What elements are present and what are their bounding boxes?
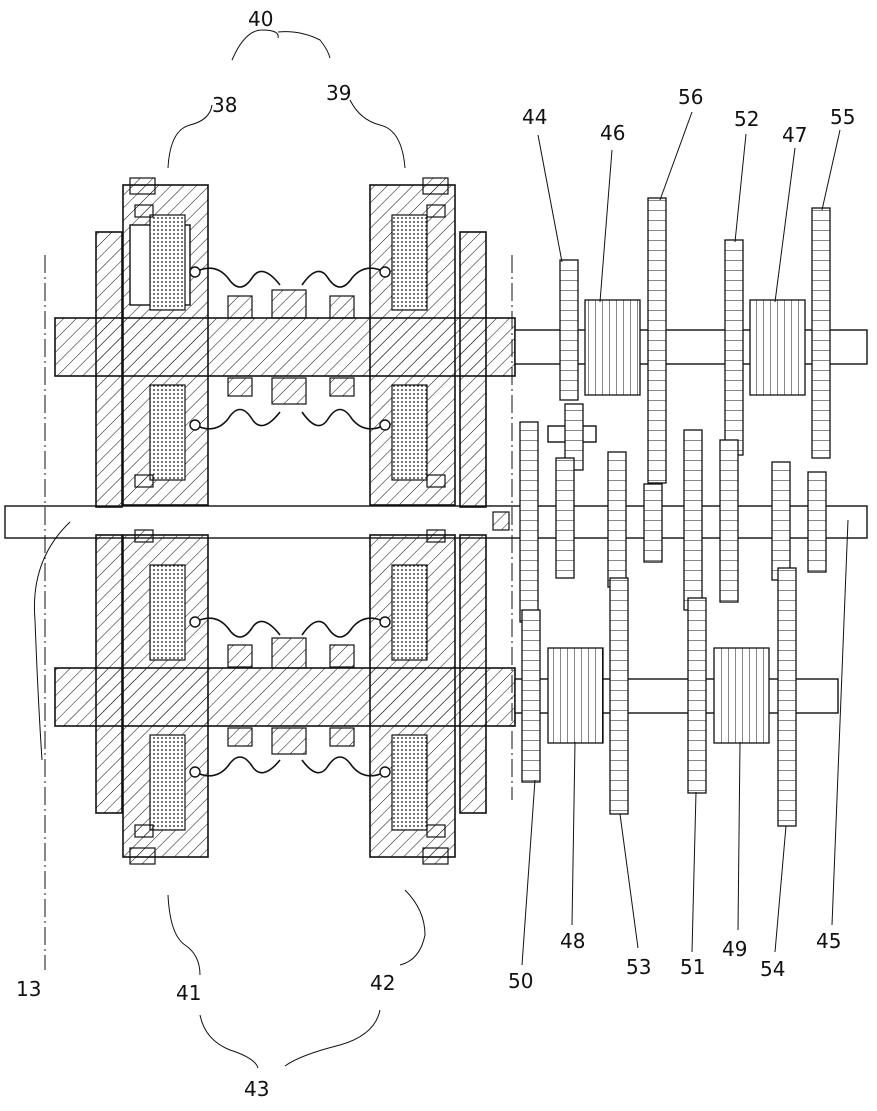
label-52: 52 bbox=[734, 107, 759, 131]
leader-52 bbox=[734, 133, 747, 243]
leader-46 bbox=[599, 149, 613, 303]
label-43: 43 bbox=[244, 1077, 269, 1101]
label-46: 46 bbox=[600, 121, 625, 145]
leader-54 bbox=[774, 825, 787, 953]
label-42: 42 bbox=[370, 971, 395, 995]
bracket-43-right bbox=[284, 1009, 381, 1067]
bracket-40-left bbox=[231, 29, 279, 61]
label-56: 56 bbox=[678, 85, 703, 109]
leader-49 bbox=[737, 741, 741, 931]
gear-central-6 bbox=[719, 439, 739, 603]
gear-central-3 bbox=[607, 451, 627, 588]
gear-central-2 bbox=[555, 457, 575, 579]
clutch-39-upper-right bbox=[369, 177, 487, 508]
clutch-42-lower-right bbox=[369, 529, 487, 865]
label-13: 13 bbox=[16, 977, 41, 1001]
leader-44 bbox=[537, 134, 563, 263]
gear-51 bbox=[687, 597, 707, 794]
leader-13 bbox=[33, 521, 71, 761]
gear-central-8 bbox=[807, 471, 827, 573]
leader-53 bbox=[619, 813, 639, 949]
label-51: 51 bbox=[680, 955, 705, 979]
gear-52 bbox=[724, 239, 744, 456]
bracket-39 bbox=[349, 99, 406, 169]
gear-44 bbox=[559, 259, 579, 401]
clutch-38-upper-left bbox=[95, 177, 209, 508]
synchronizer-47 bbox=[749, 299, 806, 396]
label-49: 49 bbox=[722, 937, 747, 961]
bracket-40-right bbox=[277, 31, 331, 59]
gear-54 bbox=[777, 567, 797, 827]
leader-56 bbox=[659, 111, 693, 201]
bracket-42 bbox=[399, 889, 426, 966]
gear-central-4 bbox=[643, 483, 663, 563]
leader-50 bbox=[521, 779, 536, 966]
synchronizer-48 bbox=[547, 647, 604, 744]
label-55: 55 bbox=[830, 105, 855, 129]
lower-linkage bbox=[189, 616, 391, 778]
synchronizer-49 bbox=[713, 647, 770, 744]
leader-55 bbox=[821, 129, 841, 211]
label-44: 44 bbox=[522, 105, 547, 129]
gear-56 bbox=[647, 197, 667, 484]
leader-51 bbox=[691, 791, 697, 953]
shaft-coupling bbox=[492, 511, 510, 531]
gear-55 bbox=[811, 207, 831, 459]
label-40: 40 bbox=[248, 7, 273, 31]
label-50: 50 bbox=[508, 969, 533, 993]
synchronizer-46 bbox=[584, 299, 641, 396]
upper-linkage bbox=[189, 266, 391, 431]
leader-45 bbox=[831, 519, 849, 926]
label-39: 39 bbox=[326, 81, 351, 105]
gear-50 bbox=[521, 609, 541, 783]
bracket-38 bbox=[167, 104, 213, 169]
label-53: 53 bbox=[626, 955, 651, 979]
clutch-41-lower-left bbox=[95, 529, 209, 865]
label-47: 47 bbox=[782, 123, 807, 147]
gear-central-7 bbox=[771, 461, 791, 581]
leader-48 bbox=[571, 741, 576, 926]
label-48: 48 bbox=[560, 929, 585, 953]
label-54: 54 bbox=[760, 957, 785, 981]
leader-47 bbox=[774, 147, 796, 303]
gear-53 bbox=[609, 577, 629, 815]
bracket-41 bbox=[167, 894, 201, 976]
label-45: 45 bbox=[816, 929, 841, 953]
label-38: 38 bbox=[212, 93, 237, 117]
gear-central-5 bbox=[683, 429, 703, 611]
bracket-43-left bbox=[199, 1014, 259, 1069]
label-41: 41 bbox=[176, 981, 201, 1005]
gear-central-1 bbox=[519, 421, 539, 623]
